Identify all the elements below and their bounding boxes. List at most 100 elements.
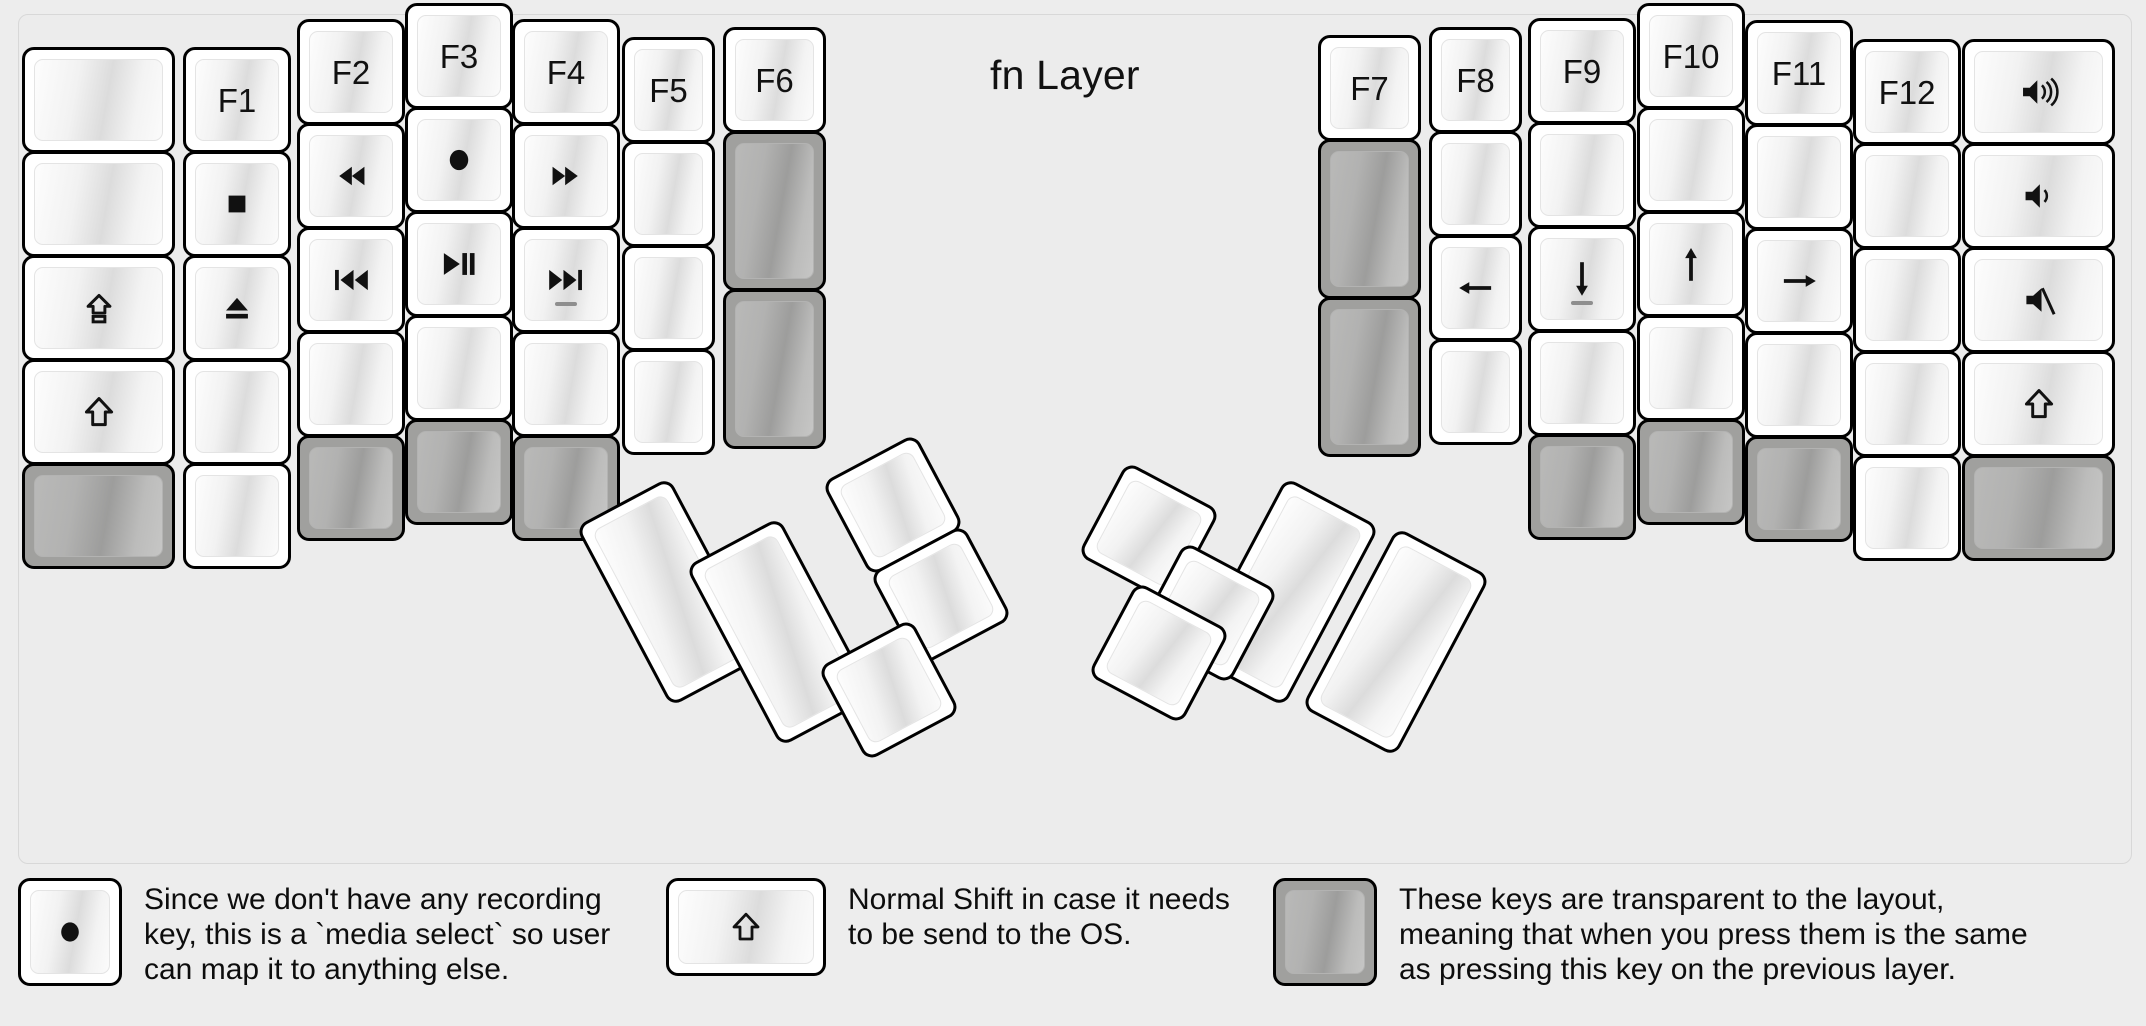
key-f6[interactable]: F6 [723,27,826,133]
key-f10[interactable]: F10 [1637,3,1745,109]
key-top-surface [30,890,110,974]
key-top-surface [309,447,393,529]
key-transparent[interactable] [1745,436,1853,542]
key-cap [1745,436,1853,542]
key-f8[interactable]: F8 [1429,27,1522,133]
key-cap [512,123,620,229]
key-volume-up[interactable] [1962,39,2115,145]
key-mute[interactable] [1962,247,2115,353]
key-top-surface: F5 [634,49,703,131]
key-cap [1745,228,1853,334]
key-top-surface [1757,344,1841,426]
key-transparent[interactable] [723,289,826,449]
key-transparent[interactable] [405,419,513,525]
key-cap [1745,332,1853,438]
key-top-surface [634,257,703,339]
key-arrow-left[interactable] [1429,235,1522,341]
key-cap [622,245,715,351]
key-top-surface [1649,223,1733,305]
key-f12[interactable]: F12 [1853,39,1961,145]
key-label: F5 [649,71,688,109]
key-cap [183,151,291,257]
key-top-surface [1285,890,1365,974]
key-blank[interactable] [22,151,175,257]
key-blank[interactable] [1429,131,1522,237]
key-blank[interactable] [405,315,513,421]
key-volume-down[interactable] [1962,143,2115,249]
key-blank[interactable] [1853,351,1961,457]
key-next-track[interactable] [512,227,620,333]
key-transparent[interactable] [1318,139,1421,299]
key-rewind[interactable] [297,123,405,229]
page-title: fn Layer [990,52,1140,98]
key-shift[interactable] [22,359,175,465]
key-blank[interactable] [1745,124,1853,230]
key-blank[interactable] [1853,143,1961,249]
volume-down-icon [2018,175,2060,217]
key-blank[interactable] [1637,107,1745,213]
key-cap: F3 [405,3,513,109]
key-stop[interactable] [183,151,291,257]
key-transparent[interactable] [1962,455,2115,561]
key-blank[interactable] [622,245,715,351]
key-blank[interactable] [297,331,405,437]
key-cap [1962,455,2115,561]
key-blank[interactable] [622,141,715,247]
key-top-surface [1441,351,1510,433]
key-record[interactable] [405,107,513,213]
key-blank[interactable] [1528,122,1636,228]
key-fast-forward[interactable] [512,123,620,229]
key-prev-track[interactable] [297,227,405,333]
key-transparent[interactable] [297,435,405,541]
key-cap: F6 [723,27,826,133]
key-shift[interactable] [1962,351,2115,457]
key-f9[interactable]: F9 [1528,18,1636,124]
key-caps-lock[interactable] [22,255,175,361]
key-f5[interactable]: F5 [622,37,715,143]
key-cap [405,315,513,421]
key-transparent[interactable] [723,131,826,291]
key-blank[interactable] [1637,315,1745,421]
key-f4[interactable]: F4 [512,19,620,125]
key-blank[interactable] [1745,332,1853,438]
key-blank[interactable] [183,359,291,465]
key-cap [1528,434,1636,540]
key-f11[interactable]: F11 [1745,20,1853,126]
key-blank[interactable] [622,349,715,455]
key-blank[interactable] [1429,339,1522,445]
key-arrow-down[interactable] [1528,226,1636,332]
key-eject[interactable] [183,255,291,361]
key-blank[interactable] [183,463,291,569]
key-arrow-up[interactable] [1637,211,1745,317]
key-blank[interactable] [22,47,175,153]
key-f1[interactable]: F1 [183,47,291,153]
key-top-surface [417,327,501,409]
key-label: F6 [755,61,794,99]
key-label: F10 [1662,37,1720,75]
key-cap [1962,143,2115,249]
key-top-surface [1865,467,1949,549]
key-blank[interactable] [1853,455,1961,561]
key-cap [1745,124,1853,230]
key-top-surface [634,361,703,443]
legend-key-transparent [1273,878,1377,986]
key-label: F2 [331,53,371,91]
key-arrow-right[interactable] [1745,228,1853,334]
legend: Since we don't have any recording key, t… [18,878,2130,1010]
key-blank[interactable] [1528,330,1636,436]
key-transparent[interactable] [22,463,175,569]
key-blank[interactable] [512,331,620,437]
key-blank[interactable] [1853,247,1961,353]
key-top-surface [524,239,608,321]
key-top-surface [1103,597,1215,709]
key-f7[interactable]: F7 [1318,35,1421,141]
key-transparent[interactable] [1318,297,1421,457]
key-f3[interactable]: F3 [405,3,513,109]
key-top-surface [1649,119,1733,201]
key-transparent[interactable] [1528,434,1636,540]
key-play-pause[interactable] [405,211,513,317]
key-transparent[interactable] [1637,419,1745,525]
key-cap: F4 [512,19,620,125]
key-top-surface [1974,259,2103,341]
key-f2[interactable]: F2 [297,19,405,125]
